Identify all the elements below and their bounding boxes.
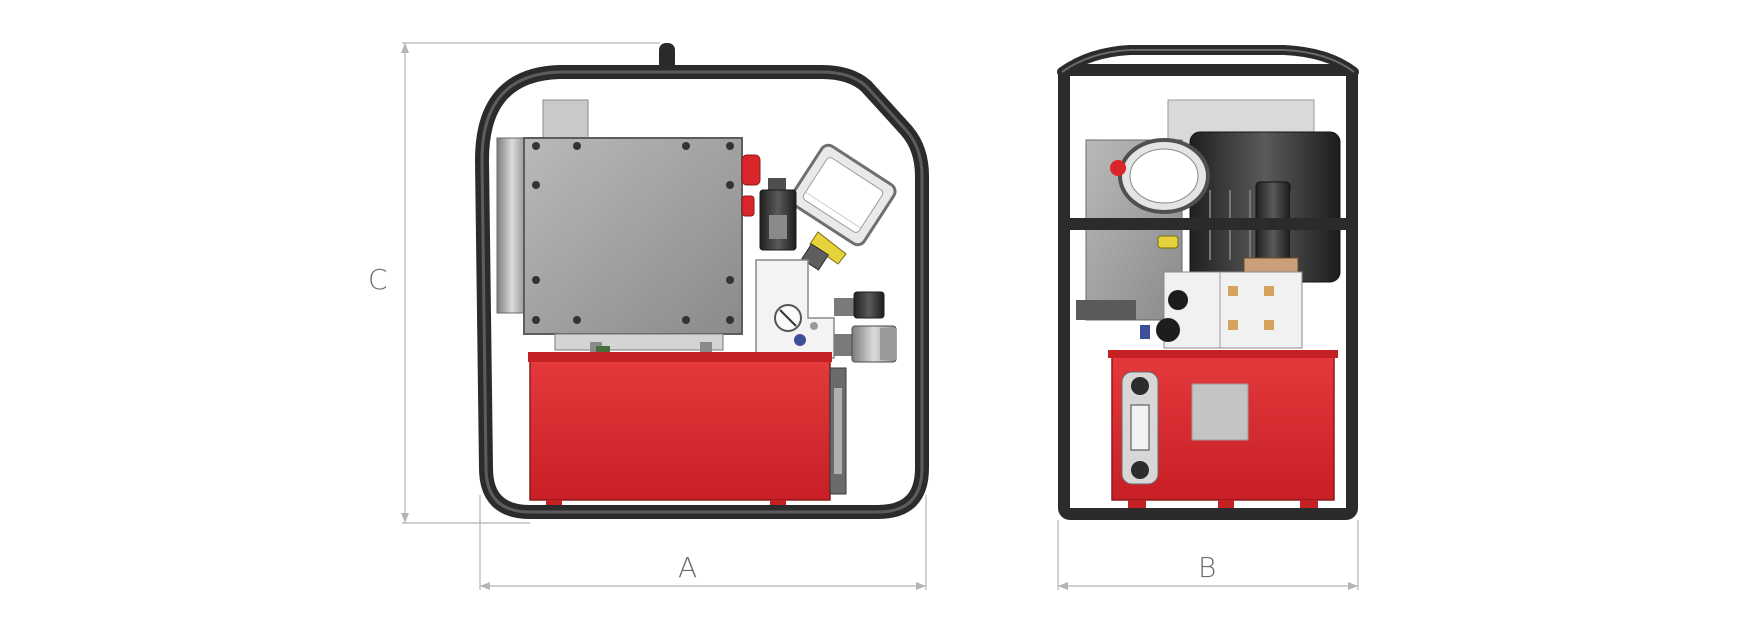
motor-box-screws (532, 142, 734, 324)
quick-couplers (834, 291, 897, 363)
side-tank-label (1191, 383, 1249, 441)
motor-cap (542, 99, 589, 141)
side-oil-tank (1108, 350, 1338, 508)
dimension-label-a: A (678, 551, 698, 584)
side-view (1057, 45, 1359, 520)
motor-base-flange (554, 333, 724, 351)
side-manifold (1163, 271, 1303, 349)
front-view (475, 43, 929, 519)
side-pressure-gauge (1118, 138, 1210, 214)
dimension-arrows (401, 43, 1358, 590)
side-roll-cage (1058, 64, 1358, 520)
dimension-label-b: B (1198, 551, 1217, 584)
dimension-label-c: C (368, 263, 388, 296)
front-oil-tank (528, 352, 847, 510)
gauge-fitting (801, 231, 847, 271)
solenoid-valve (759, 178, 797, 251)
valve-manifold (755, 259, 835, 359)
dimension-lines (402, 42, 1359, 590)
pressure-gauge (789, 143, 897, 247)
emergency-button (741, 154, 761, 186)
motor-side-plate (496, 137, 528, 314)
top-knob (659, 43, 675, 71)
motor-box (523, 137, 743, 335)
